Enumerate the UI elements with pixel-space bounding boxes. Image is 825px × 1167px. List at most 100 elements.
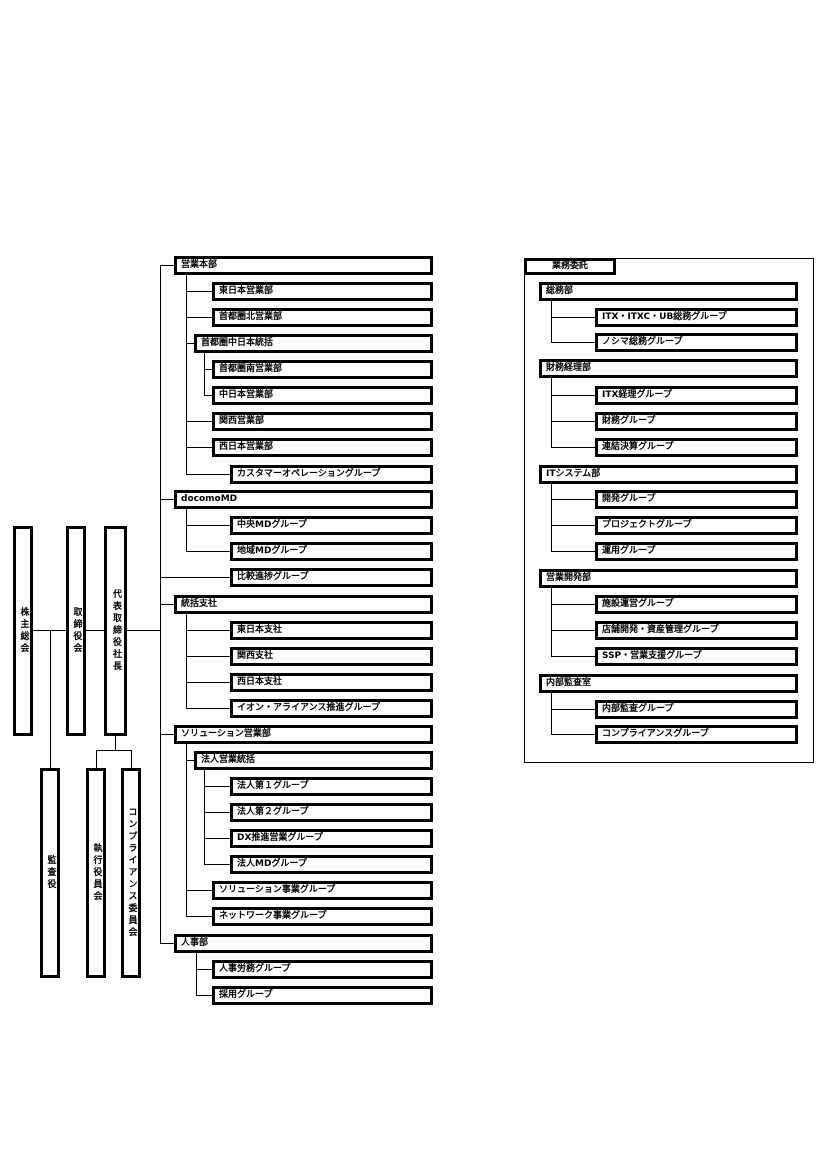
connector-line	[186, 614, 187, 708]
connector-line	[551, 630, 595, 631]
connector-line	[33, 630, 66, 631]
recruit-box: 採用グループ	[212, 986, 433, 1005]
connector-line	[551, 301, 552, 343]
audit-group-label: 内部監査グループ	[602, 704, 674, 714]
connector-line	[204, 812, 230, 813]
noshima-ga-box: ノシマ総務グループ	[595, 333, 798, 352]
docomo-md-box: docomoMD	[174, 490, 433, 509]
compliance-committee-box: コンプライアンス委員会	[121, 768, 141, 978]
noshima-ga-label: ノシマ総務グループ	[602, 337, 683, 347]
dx-sales-label: DX推進営業グループ	[237, 833, 323, 843]
connector-line	[196, 953, 197, 996]
it-systems-box: ITシステム部	[539, 465, 798, 484]
sales-hq-box: 営業本部	[174, 256, 433, 275]
dx-sales-box: DX推進営業グループ	[230, 829, 433, 848]
regional-md-box: 地域MDグループ	[230, 542, 433, 561]
finance-group-box: 財務グループ	[595, 412, 798, 431]
connector-line	[551, 734, 595, 735]
west-sales-label: 西日本営業部	[219, 442, 274, 452]
connector-line	[96, 750, 97, 768]
finance-box: 財務経理部	[539, 359, 798, 378]
corporate-sales-label: 法人営業統括	[201, 755, 256, 765]
regional-md-label: 地域MDグループ	[237, 546, 307, 556]
connector-line	[96, 750, 132, 751]
project-group-box: プロジェクトグループ	[595, 516, 798, 535]
itx-accounting-label: ITX経理グループ	[602, 390, 672, 400]
connector-line	[186, 421, 212, 422]
facility-group-label: 施設運営グループ	[602, 599, 674, 609]
central-md-label: 中央MDグループ	[237, 520, 307, 530]
connector-line	[551, 378, 552, 447]
connector-line	[186, 682, 230, 683]
executive-committee-box: 執行役員会	[86, 768, 106, 978]
it-systems-label: ITシステム部	[546, 469, 601, 479]
connector-line	[551, 604, 595, 605]
connector-line	[186, 708, 230, 709]
solution-biz-label: ソリューション事業グループ	[219, 885, 336, 895]
internal-audit-label: 内部監査室	[546, 678, 592, 688]
hr-labor-label: 人事労務グループ	[219, 964, 291, 974]
itx-ga-box: ITX・ITXC・UB総務グループ	[595, 308, 798, 327]
connector-line	[115, 736, 116, 750]
connector-line	[186, 760, 194, 761]
connector-line	[186, 656, 230, 657]
internal-audit-box: 内部監査室	[539, 674, 798, 693]
connector-line	[186, 509, 187, 552]
connector-line	[204, 786, 230, 787]
ssp-group-label: SSP・営業支援グループ	[602, 651, 702, 661]
connector-line	[551, 317, 595, 318]
central-japan-label: 中日本営業部	[219, 390, 274, 400]
west-branch-box: 西日本支社	[230, 673, 433, 692]
auditor-box: 監査役	[40, 768, 60, 978]
connector-line	[204, 369, 212, 370]
connector-line	[186, 291, 212, 292]
finance-label: 財務経理部	[546, 363, 592, 373]
metro-south-label: 首都圏南営業部	[219, 364, 283, 374]
connector-line	[160, 943, 174, 944]
dev-group-label: 開発グループ	[602, 494, 656, 504]
connector-line	[196, 995, 212, 996]
aeon-alliance-label: イオン・アライアンス推進グループ	[237, 703, 380, 713]
solution-sales-box: ソリューション営業部	[174, 725, 433, 744]
east-sales-box: 東日本営業部	[212, 282, 433, 301]
dev-group-box: 開発グループ	[595, 490, 798, 509]
president-label: 代表取締役社長	[111, 589, 121, 673]
compliance-group-box: コンプライアンスグループ	[595, 725, 798, 744]
kansai-branch-box: 関西支社	[230, 647, 433, 666]
connector-line	[186, 744, 187, 917]
executive-committee-label: 執行役員会	[91, 843, 102, 903]
connector-line	[186, 916, 212, 917]
cx-ops-box: カスタマーオペレーショングループ	[230, 465, 433, 484]
metro-north-box: 首都圏北営業部	[212, 308, 433, 327]
connector-line	[186, 317, 212, 318]
store-dev-box: 店舗開発・資産管理グループ	[595, 621, 798, 640]
connector-line	[186, 343, 194, 344]
connector-line	[186, 447, 212, 448]
compare-progress-label: 比較進捗グループ	[237, 572, 309, 582]
connector-line	[204, 838, 230, 839]
connector-line	[204, 353, 205, 396]
aeon-alliance-box: イオン・アライアンス推進グループ	[230, 699, 433, 718]
metro-north-label: 首都圏北営業部	[219, 312, 283, 322]
corp2-box: 法人第２グループ	[230, 803, 433, 822]
audit-group-box: 内部監査グループ	[595, 700, 798, 719]
docomo-md-label: docomoMD	[181, 494, 238, 504]
connector-line	[131, 750, 132, 768]
east-sales-label: 東日本営業部	[219, 286, 274, 296]
general-affairs-box: 総務部	[539, 282, 798, 301]
cx-ops-label: カスタマーオペレーショングループ	[237, 469, 381, 479]
connector-line	[551, 709, 595, 710]
connector-line	[204, 770, 205, 865]
board-label: 取締役会	[71, 607, 82, 655]
sales-hq-label: 営業本部	[181, 260, 218, 270]
connector-line	[186, 525, 230, 526]
kansai-branch-label: 関西支社	[237, 651, 274, 661]
sales-dev-label: 営業開発部	[546, 573, 592, 583]
ops-group-label: 運用グループ	[602, 546, 656, 556]
connector-line	[160, 577, 230, 578]
outsourcing-title-box: 業務委託	[524, 258, 616, 275]
connector-line	[551, 395, 595, 396]
connector-line	[186, 551, 230, 552]
recruit-label: 採用グループ	[219, 990, 273, 1000]
